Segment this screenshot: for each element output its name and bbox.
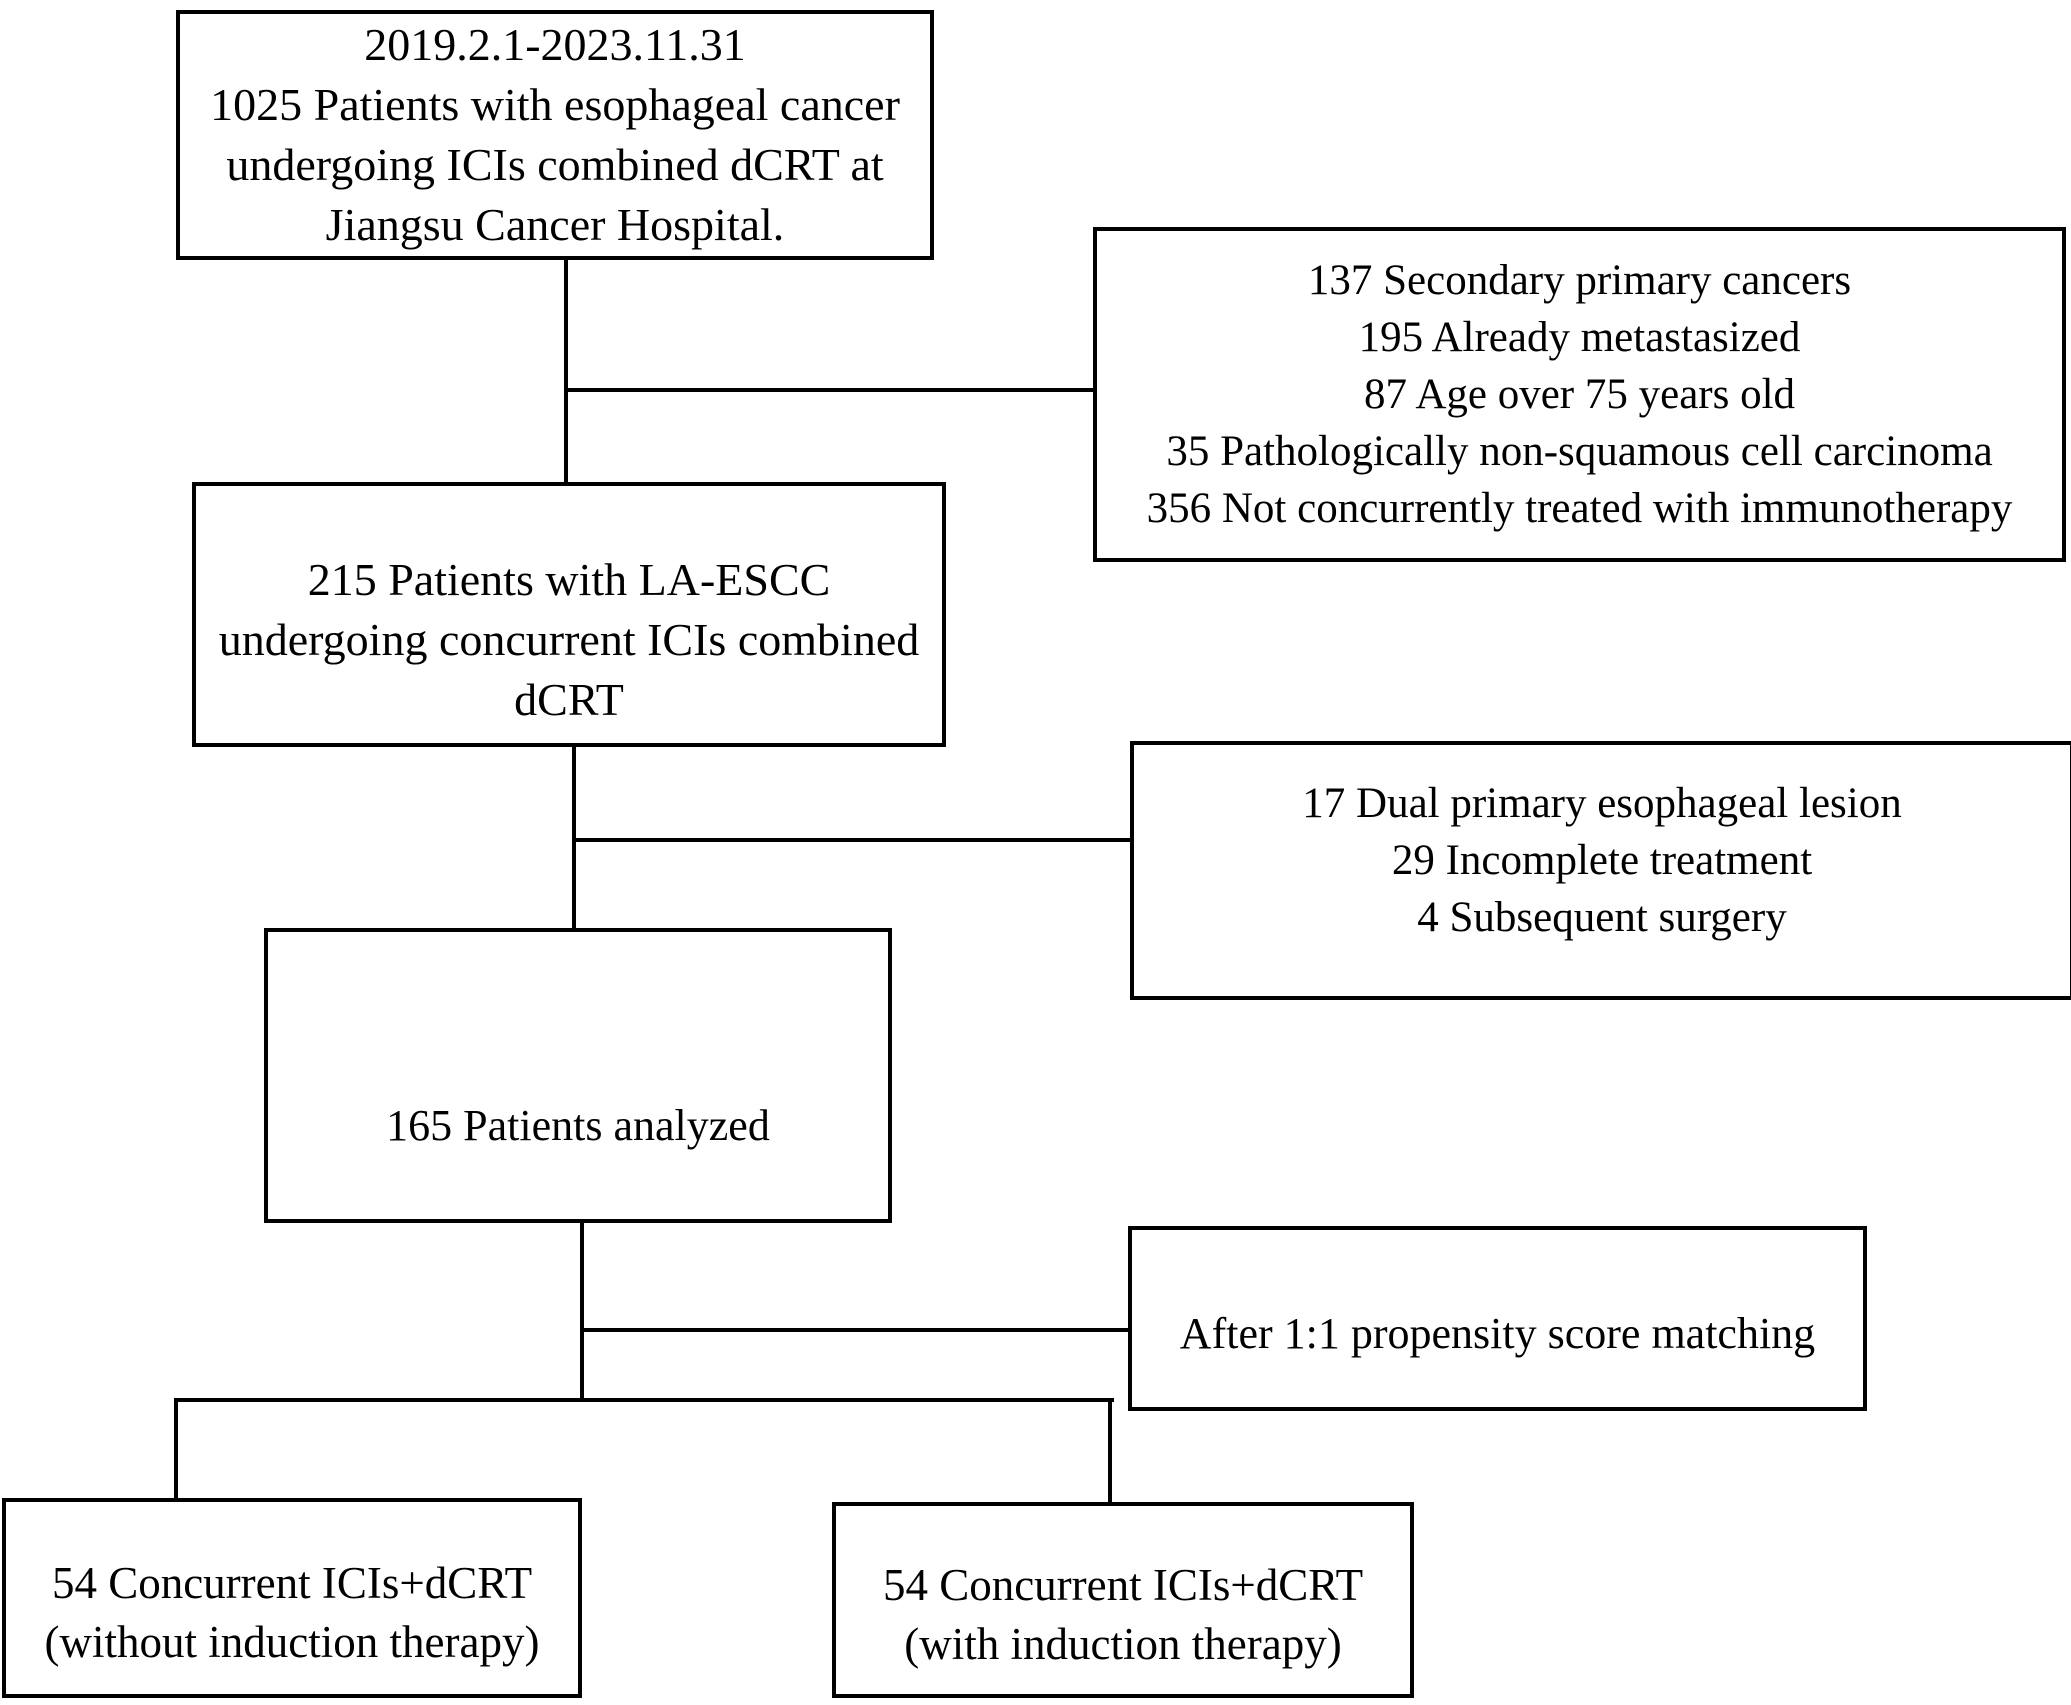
exclusion2-line-3: 4 Subsequent surgery: [1417, 894, 1787, 941]
connector-split-bar: [174, 1398, 1114, 1402]
laescc-line-2: undergoing concurrent ICIs combined: [218, 613, 920, 665]
laescc-line-3: dCRT: [514, 673, 624, 725]
box-without-induction-arm: 54 Concurrent ICIs+dCRT (without inducti…: [2, 1498, 582, 1698]
box-source-cohort: 2019.2.1-2023.11.31 1025 Patients with e…: [176, 10, 934, 260]
with-induction-line-1: 54 Concurrent ICIs+dCRT: [882, 1560, 1364, 1610]
without-induction-line-1: 54 Concurrent ICIs+dCRT: [51, 1558, 533, 1608]
laescc-line-1: 215 Patients with LA-ESCC: [307, 553, 831, 605]
exclusion1-line-4: 35 Pathologically non-squamous cell carc…: [1166, 428, 1993, 475]
without-induction-line-2: (without induction therapy): [44, 1617, 540, 1667]
box-laescc-cohort: 215 Patients with LA-ESCC undergoing con…: [192, 482, 946, 747]
box-propensity-score-matching: After 1:1 propensity score matching: [1128, 1226, 1867, 1411]
connector-branch-psm: [580, 1328, 1132, 1332]
connector-branch-exclusions-1: [564, 388, 1097, 392]
exclusion2-line-1: 17 Dual primary esophageal lesion: [1302, 780, 1902, 827]
source-line-3: undergoing ICIs combined dCRT at: [226, 139, 884, 190]
source-line-1: 2019.2.1-2023.11.31: [364, 19, 746, 70]
source-line-2: 1025 Patients with esophageal cancer: [210, 79, 900, 130]
connector-analyzed-to-split: [580, 1221, 584, 1402]
connector-source-to-laescc: [564, 258, 568, 486]
analyzed-line-1: 165 Patients analyzed: [386, 1101, 770, 1150]
psm-line-1: After 1:1 propensity score matching: [1179, 1309, 1816, 1358]
box-exclusions-1: 137 Secondary primary cancers 195 Alread…: [1093, 227, 2066, 562]
exclusion1-line-3: 87 Age over 75 years old: [1363, 371, 1796, 418]
box-exclusions-2: 17 Dual primary esophageal lesion 29 Inc…: [1130, 741, 2071, 1000]
exclusion1-line-2: 195 Already metastasized: [1358, 314, 1801, 361]
source-line-4: Jiangsu Cancer Hospital.: [325, 199, 785, 250]
connector-branch-exclusions-2: [572, 838, 1134, 842]
exclusion2-line-2: 29 Incomplete treatment: [1391, 837, 1813, 884]
exclusion1-line-1: 137 Secondary primary cancers: [1307, 257, 1852, 304]
box-analyzed-cohort: 165 Patients analyzed: [264, 928, 892, 1223]
connector-drop-with-induction: [1108, 1398, 1112, 1506]
connector-drop-without-induction: [174, 1398, 178, 1502]
exclusion1-line-5: 356 Not concurrently treated with immuno…: [1146, 485, 2013, 532]
box-with-induction-arm: 54 Concurrent ICIs+dCRT (with induction …: [832, 1502, 1414, 1698]
with-induction-line-2: (with induction therapy): [904, 1619, 1342, 1669]
